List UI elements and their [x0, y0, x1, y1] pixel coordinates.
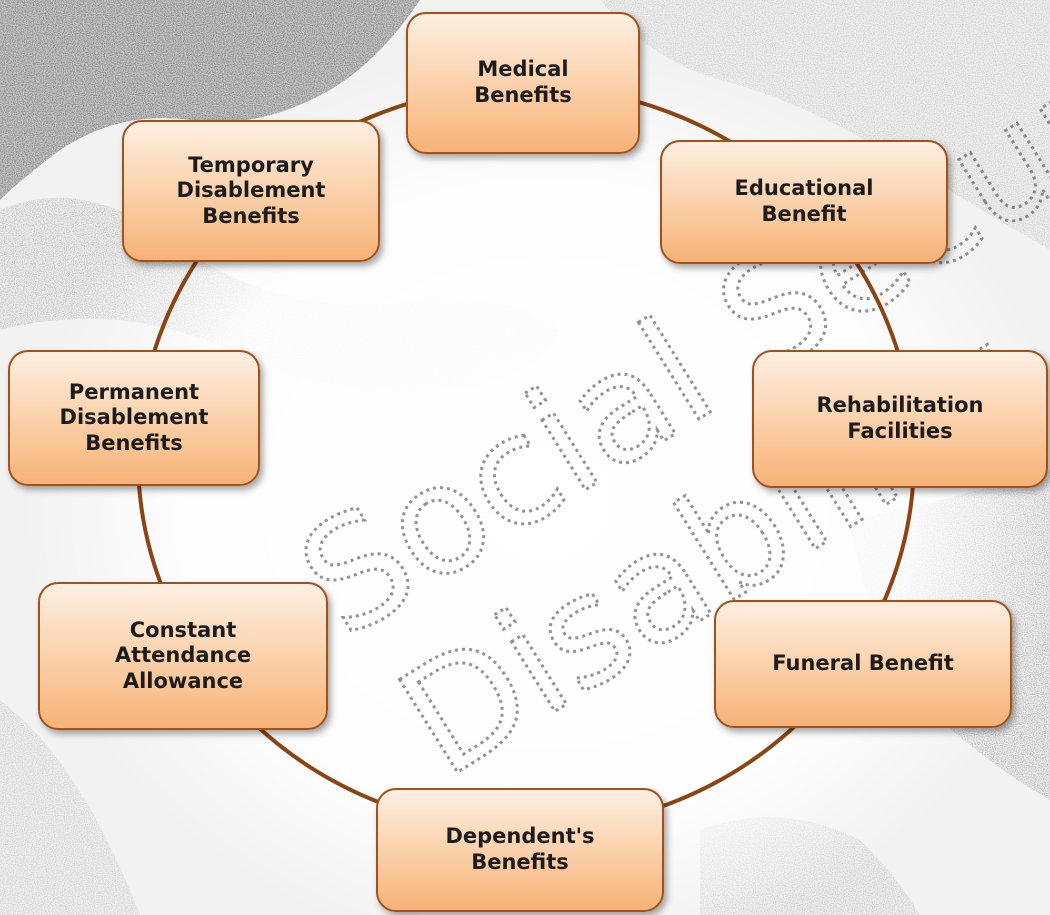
node-medical-benefits: Medical Benefits	[406, 12, 640, 154]
node-constant-attendance-allowance: Constant Attendance Allowance	[38, 582, 328, 730]
node-temporary-disablement-benefits: Temporary Disablement Benefits	[122, 120, 380, 262]
node-educational-benefit: Educational Benefit	[660, 140, 948, 264]
node-funeral-benefit: Funeral Benefit	[714, 600, 1012, 728]
node-permanent-disablement-benefits: Permanent Disablement Benefits	[8, 350, 260, 486]
node-dependents-benefits: Dependent's Benefits	[376, 788, 664, 912]
node-rehabilitation-facilities: Rehabilitation Facilities	[752, 350, 1048, 488]
